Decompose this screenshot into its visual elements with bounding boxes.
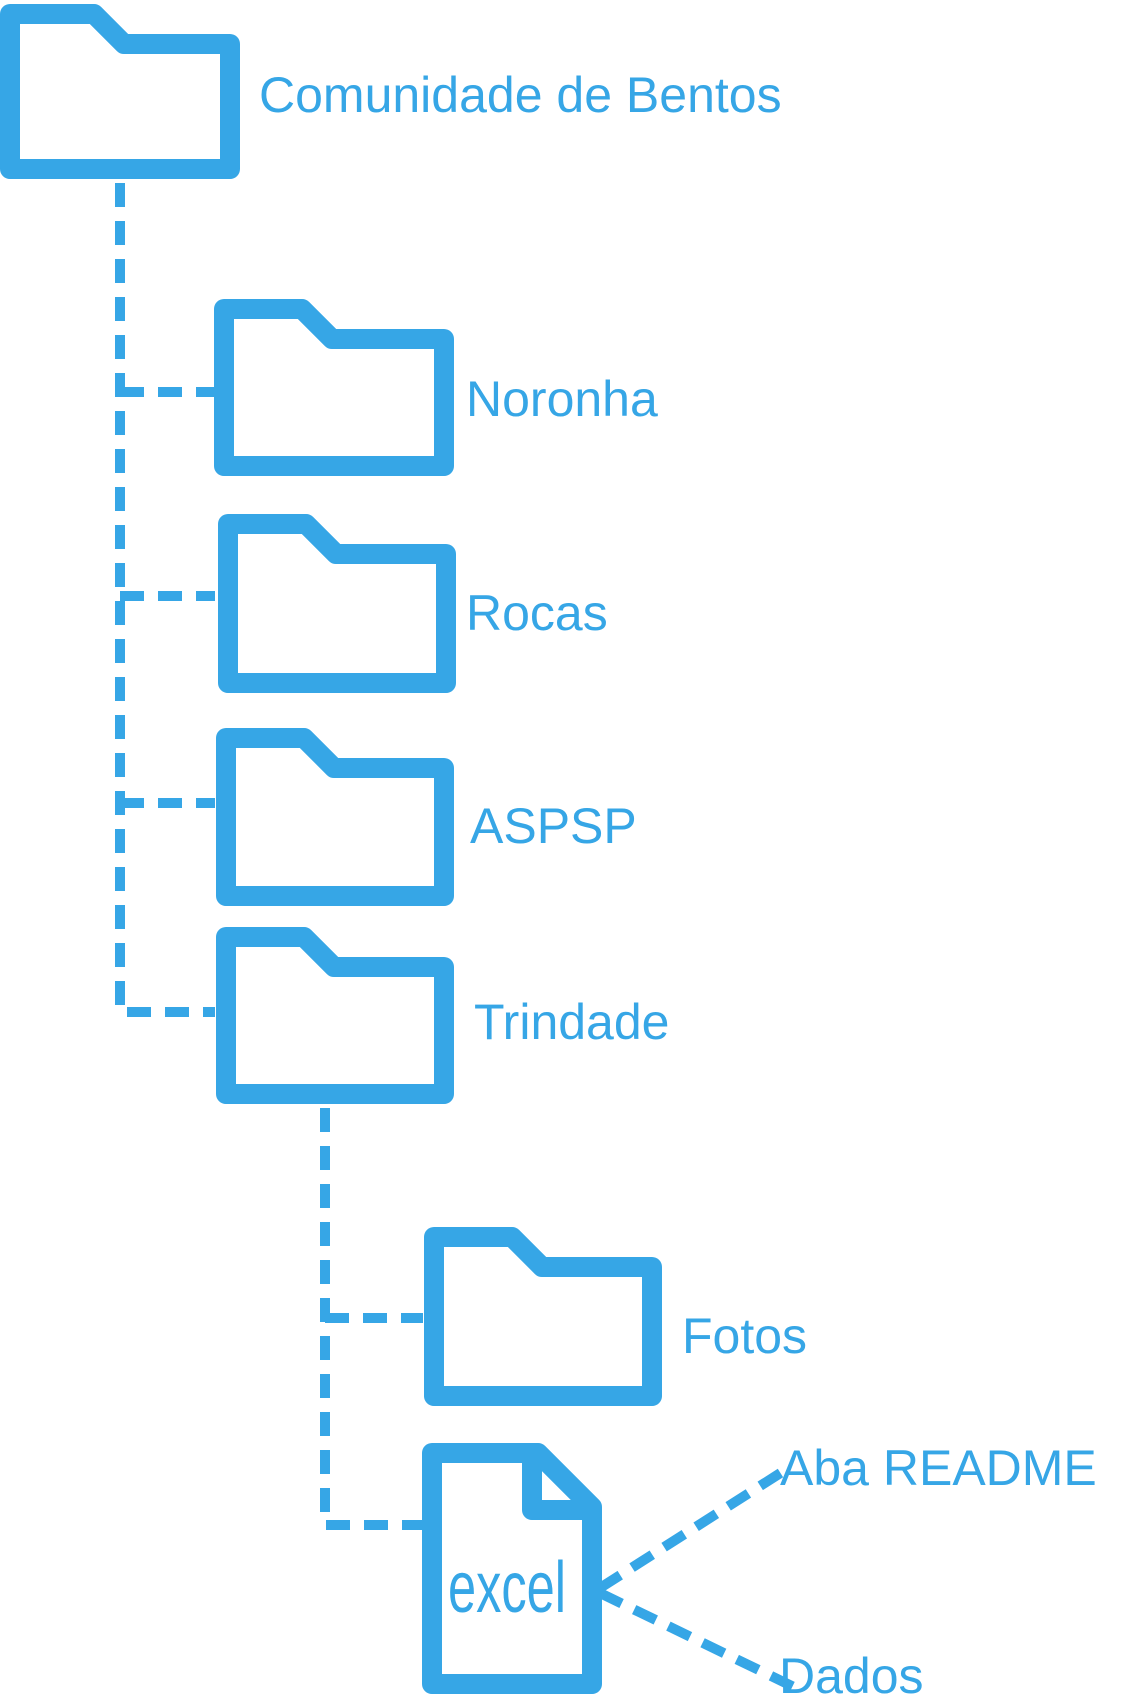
file-page-fold <box>522 1453 592 1520</box>
trindade-folder-label: Trindade <box>474 994 669 1050</box>
aspsp-folder-label: ASPSP <box>470 798 637 854</box>
noronha-folder-icon[interactable] <box>214 299 454 476</box>
folder-icon <box>216 927 454 1104</box>
root-folder-label: Comunidade de Bentos <box>259 67 782 123</box>
rocas-folder-label: Rocas <box>466 585 608 641</box>
fotos-folder-icon[interactable] <box>424 1227 662 1406</box>
trindade-folder-icon[interactable] <box>216 927 454 1104</box>
folder-icon <box>214 299 454 476</box>
sheet-label-dados: Dados <box>779 1648 924 1695</box>
folder-icon <box>0 4 240 179</box>
sheet-label-aba-readme: Aba README <box>780 1440 1097 1496</box>
noronha-folder-label: Noronha <box>466 371 658 427</box>
folder-icon <box>218 514 456 693</box>
excel-file-icon[interactable] <box>422 1443 602 1694</box>
connector-dados <box>597 1588 803 1695</box>
fotos-folder-label: Fotos <box>682 1308 807 1364</box>
rocas-folder-icon[interactable] <box>218 514 456 693</box>
root-folder-icon[interactable] <box>0 4 240 179</box>
aspsp-folder-icon[interactable] <box>216 728 454 906</box>
folder-icon <box>216 728 454 906</box>
tree-connectors <box>115 183 803 1695</box>
excel-file-label: excel <box>448 1548 566 1628</box>
file-page-outline <box>422 1443 602 1694</box>
connector-aba-readme <box>597 1467 785 1593</box>
connector-root-trunk <box>115 183 215 1017</box>
folder-icon <box>424 1227 662 1406</box>
